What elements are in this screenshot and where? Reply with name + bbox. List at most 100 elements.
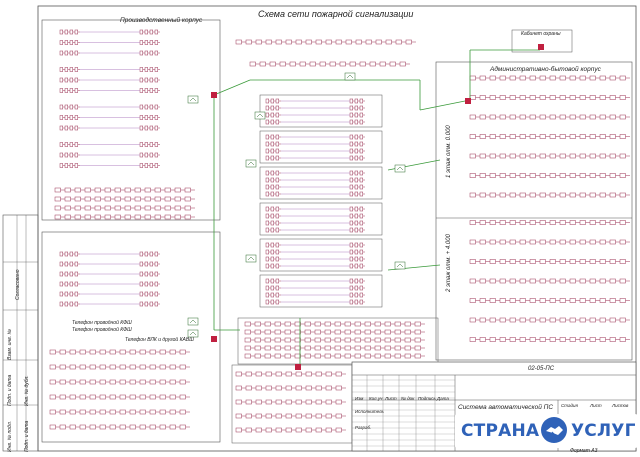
admin-loop-device <box>599 298 606 303</box>
center-bottom-row-device <box>255 427 262 433</box>
detector-row-right-device <box>154 261 158 267</box>
alarm-loop-device <box>134 214 141 220</box>
admin-loop-device <box>559 192 566 198</box>
lower-loop-device <box>49 409 56 415</box>
center-bottom-row-device <box>305 399 312 405</box>
detector-row-right-device <box>144 163 148 168</box>
center-bottom-row-device <box>275 427 282 433</box>
detector-row-right-device <box>154 77 158 83</box>
center-bottom-row-device <box>285 371 292 377</box>
detector-row-left-device <box>74 142 78 147</box>
alarm-loop-device <box>74 196 81 202</box>
siren-device <box>187 329 199 338</box>
control-unit <box>211 336 217 342</box>
panel-row-right-device <box>359 242 363 248</box>
admin-loop-device <box>479 95 486 100</box>
admin-loop-device <box>599 192 606 198</box>
admin-loop-device <box>549 134 556 139</box>
admin-loop-device <box>529 173 536 178</box>
detector-row-left-device <box>59 88 63 93</box>
alarm-loop-device <box>84 187 91 193</box>
panel-row-right-device <box>349 299 353 305</box>
panel-row-left-device <box>265 177 269 183</box>
detector-row-left-device <box>59 301 63 307</box>
center-bottom-row-device <box>285 399 292 405</box>
admin-loop-device <box>479 278 486 284</box>
panel-row-right-device <box>354 155 358 161</box>
lower-loop-device <box>79 409 86 415</box>
detector-row-right-device <box>139 115 143 120</box>
detector-row-left-device <box>69 271 73 277</box>
detector-row-right-device <box>139 142 143 147</box>
detector-row-right-device <box>149 301 153 307</box>
center-bottom-row-device <box>255 385 262 391</box>
center-bottom-row-device <box>305 413 312 419</box>
admin-loop-device <box>549 95 556 100</box>
admin-loop-device <box>489 220 496 225</box>
lower-loop-device <box>49 394 56 400</box>
admin-loop-device <box>489 153 496 159</box>
top-loop-device <box>369 61 376 67</box>
detector-row-left-device <box>74 261 78 267</box>
admin-loop-device <box>519 259 526 264</box>
admin-loop-device <box>489 95 496 100</box>
top-loop-device <box>355 39 362 45</box>
stamp-col-podp: Подпись <box>418 396 436 401</box>
top-loop-device <box>345 39 352 45</box>
center-lower-row-device <box>304 353 311 359</box>
panel-row-right-device <box>359 213 363 219</box>
lower-loop-device <box>149 424 156 430</box>
admin-loop-device <box>509 134 516 139</box>
top-loop-device <box>259 61 266 67</box>
center-lower-row-device <box>264 345 271 351</box>
top-loop-device <box>385 39 392 45</box>
lower-loop-device <box>69 424 76 430</box>
center-lower-row-device <box>374 321 381 327</box>
detector-row-left-device <box>59 271 63 277</box>
admin-loop-device <box>549 337 556 342</box>
panel-row-right-device <box>359 98 363 104</box>
admin-loop-device <box>479 239 486 245</box>
top-loop-device <box>379 61 386 67</box>
panel-row-right-device <box>349 141 353 147</box>
center-lower-row-device <box>394 345 401 351</box>
center-lower-row-device <box>244 321 251 327</box>
center-bottom-row-device <box>275 399 282 405</box>
detector-row-left-device <box>64 281 68 287</box>
siren-symbol <box>247 256 255 261</box>
panel-row-left-device <box>265 191 269 197</box>
admin-loop-device <box>519 317 526 323</box>
admin-loop-device <box>609 95 616 100</box>
center-lower-row-device <box>274 329 281 335</box>
panel-row-right-device <box>349 213 353 219</box>
admin-loop-device <box>619 239 626 245</box>
panel-row-right-device <box>359 134 363 140</box>
detector-row-left-device <box>69 291 73 297</box>
detector-row-right-device <box>139 40 143 45</box>
admin-loop-device <box>519 173 526 178</box>
lower-loop-device <box>109 424 116 430</box>
panel-row-left-device <box>265 292 269 298</box>
detector-row-right-device <box>154 40 158 45</box>
detector-row-right-device <box>144 281 148 287</box>
lower-loop-device <box>129 364 136 370</box>
panel-row-left-device <box>270 105 274 111</box>
detector-row-right-device <box>149 271 153 277</box>
detector-row-right-device <box>144 152 148 158</box>
panel-row-right-device <box>359 256 363 262</box>
admin-loop-device <box>579 239 586 245</box>
admin-loop-device <box>489 298 496 303</box>
center-lower-row-device <box>404 337 411 343</box>
center-panel <box>259 238 383 272</box>
center-bottom-row-device <box>265 385 272 391</box>
admin-loop-device <box>589 114 596 120</box>
admin-loop-device <box>529 153 536 159</box>
panel-row-right-device <box>359 155 363 161</box>
siren-device <box>245 159 257 168</box>
detector-row-left-device <box>69 261 73 267</box>
center-lower-row-device <box>384 321 391 327</box>
detector-row-right-device <box>139 88 143 93</box>
top-loop-device <box>405 39 412 45</box>
siren-device <box>254 111 266 120</box>
center-bottom-row-device <box>245 427 252 433</box>
